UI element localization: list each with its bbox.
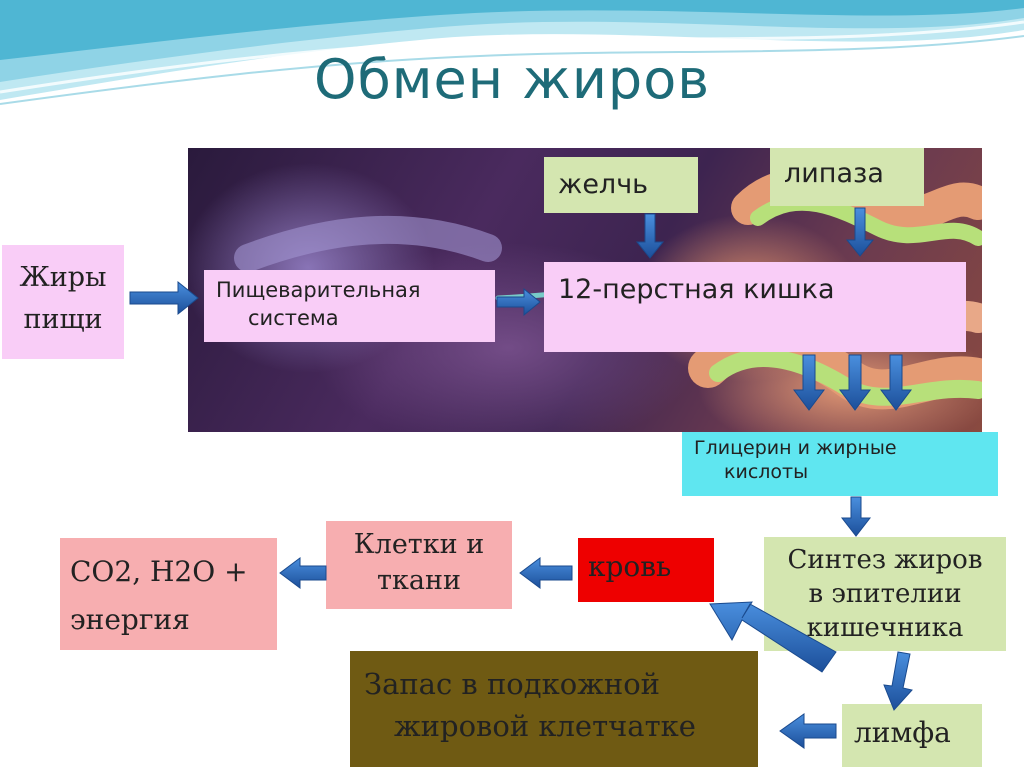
fats-food-line2: пищи <box>23 304 103 335</box>
arrow-duodenum-down-1 <box>793 354 825 411</box>
glycerol-line1: Глицерин и жирные <box>694 437 897 459</box>
wave-banner <box>0 0 1024 105</box>
arrow-lipase-down <box>845 207 875 257</box>
digestive-system-box: Пищеварительная система <box>204 270 495 342</box>
arrow-cells-to-products <box>279 557 327 589</box>
synthesis-box: Синтез жиров в эпителии кишечника <box>764 537 1006 651</box>
lipase-label: липаза <box>784 158 884 189</box>
products-line2: энергия <box>70 603 190 636</box>
products-box: CO2, H2O + энергия <box>60 538 277 650</box>
lymph-box: лимфа <box>842 704 982 767</box>
arrow-lymph-to-reserve <box>779 713 837 749</box>
blood-label: кровь <box>588 550 672 583</box>
digestive-line2: система <box>248 306 339 330</box>
reserve-box: Запас в подкожной жировой клетчатке <box>350 651 758 767</box>
duodenum-box: 12-перстная кишка <box>544 262 966 352</box>
lipase-box: липаза <box>770 148 924 206</box>
arrow-glycerol-to-synthesis <box>840 496 872 537</box>
reserve-line2: жировой клетчатке <box>394 709 696 743</box>
reserve-line1: Запас в подкожной <box>364 667 661 701</box>
duodenum-label: 12-перстная кишка <box>558 274 835 305</box>
fats-food-line1: Жиры <box>19 262 107 293</box>
glycerol-line2: кислоты <box>724 461 809 483</box>
arrow-duodenum-down-2 <box>839 354 871 411</box>
blood-box: кровь <box>578 538 714 602</box>
arrow-digestive-to-duodenum <box>496 287 541 317</box>
synthesis-line3: кишечника <box>806 613 964 643</box>
bile-box: желчь <box>544 157 698 213</box>
page-title: Обмен жиров <box>313 48 711 111</box>
glycerol-box: Глицерин и жирные кислоты <box>682 432 998 496</box>
lymph-label: лимфа <box>854 716 951 749</box>
synthesis-line1: Синтез жиров <box>787 545 983 575</box>
synthesis-line2: в эпителии <box>808 579 962 609</box>
cells-tissues-box: Клетки и ткани <box>326 521 512 609</box>
arrow-blood-to-cells <box>519 557 573 589</box>
cells-line2: ткани <box>377 565 461 596</box>
digestive-line1: Пищеварительная <box>216 278 421 302</box>
products-line1: CO2, H2O + <box>70 555 248 588</box>
arrow-fats-to-digestive <box>129 280 199 316</box>
arrow-synthesis-to-lymph <box>883 651 913 711</box>
arrow-duodenum-down-3 <box>880 354 912 411</box>
fats-food-box: Жиры пищи <box>2 245 124 359</box>
cells-line1: Клетки и <box>353 529 485 560</box>
arrow-lymph-to-blood <box>709 601 837 673</box>
arrow-bile-down <box>635 213 665 259</box>
bile-label: желчь <box>558 169 649 200</box>
